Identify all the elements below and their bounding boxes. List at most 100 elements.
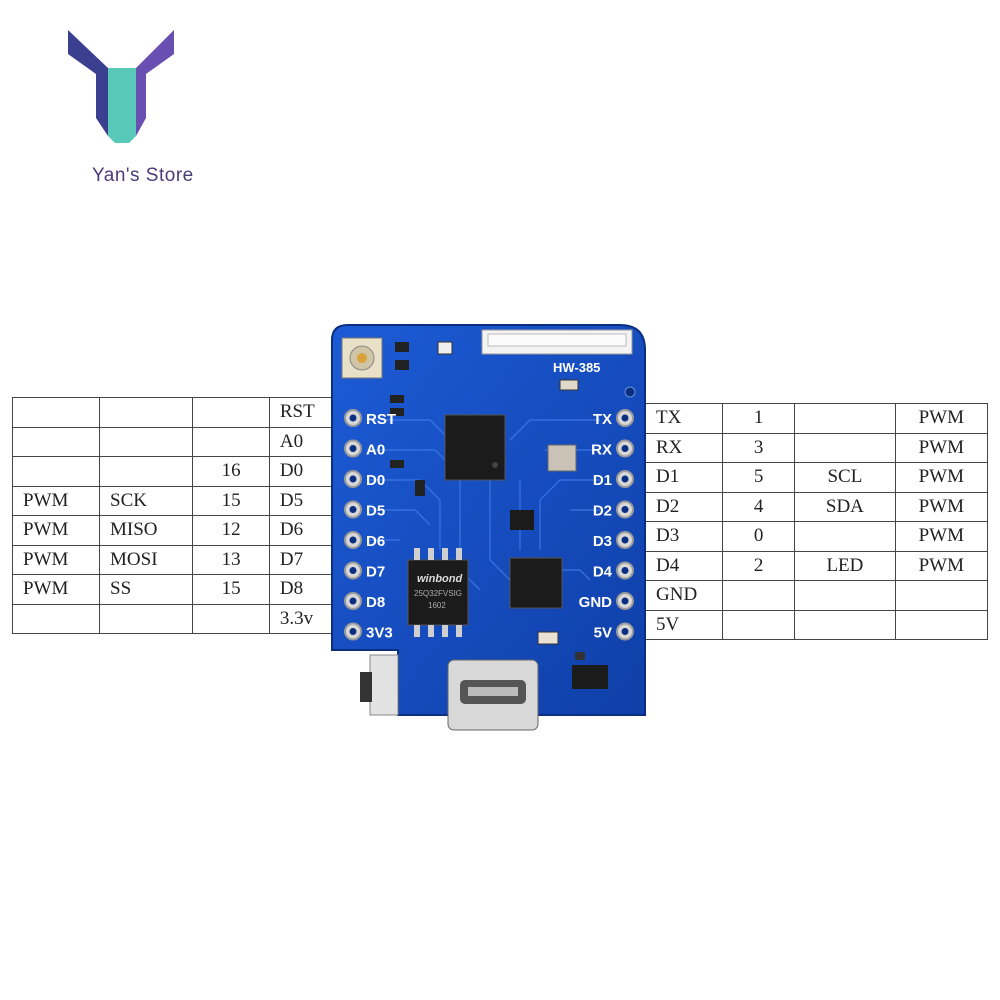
left-pin-row: 3.3v <box>11 603 339 634</box>
right-pin-cell: PWM <box>894 491 989 522</box>
right-pin-cell: 5V <box>644 609 724 640</box>
smd-resistor <box>395 360 409 370</box>
right-pin-label: D1 <box>593 472 612 489</box>
left-pin-cell: MOSI <box>99 544 194 575</box>
right-pin-label: TX <box>593 411 612 428</box>
left-pin-cell: PWM <box>11 544 101 575</box>
left-pin-cell <box>99 426 194 457</box>
left-pin-label: A0 <box>366 442 385 459</box>
right-pin-cell: D1 <box>644 462 724 493</box>
right-pin-label: D3 <box>593 533 612 550</box>
svg-text:1602: 1602 <box>428 601 446 610</box>
left-pin-cell <box>192 603 270 634</box>
esp8266-chip <box>444 414 506 481</box>
board-model: HW-385 <box>553 360 600 375</box>
left-pin-label: D6 <box>366 533 385 550</box>
right-pin-cell: RX <box>644 432 724 463</box>
right-pin-cell: 3 <box>722 432 796 463</box>
right-pin-cell: 0 <box>722 521 796 552</box>
left-pin-label: D8 <box>366 594 385 611</box>
svg-text:25Q32FVSIG: 25Q32FVSIG <box>414 589 462 598</box>
right-pin-cell: PWM <box>894 462 989 493</box>
left-pin-cell: 12 <box>192 515 270 546</box>
left-pin-row: A0 <box>11 426 339 457</box>
right-pin-row: GND <box>644 580 989 611</box>
left-pin-cell: SCK <box>99 485 194 516</box>
right-pin-label: RX <box>591 442 612 459</box>
svg-text:winbond: winbond <box>417 573 462 585</box>
left-pin-cell: 16 <box>192 456 270 487</box>
ldo-regulator <box>572 665 608 689</box>
right-pin-cell: 4 <box>722 491 796 522</box>
right-pin-cell <box>794 432 896 463</box>
right-pin-cell: D4 <box>644 550 724 581</box>
usb-serial-chip <box>509 557 563 609</box>
right-pin-cell: SCL <box>794 462 896 493</box>
antenna-connector <box>341 337 383 379</box>
left-pin-cell: 3.3v <box>268 603 339 634</box>
right-pin-cell: PWM <box>894 432 989 463</box>
right-pin-cell: 1 <box>722 403 796 434</box>
right-pin-cell: 5 <box>722 462 796 493</box>
left-pin-cell: 15 <box>192 574 270 605</box>
left-pin-cell <box>11 456 101 487</box>
left-pin-cell: 13 <box>192 544 270 575</box>
right-pin-cell: D2 <box>644 491 724 522</box>
right-pin-cell: SDA <box>794 491 896 522</box>
right-pin-label: D4 <box>593 564 613 581</box>
right-pin-cell <box>894 609 989 640</box>
right-pin-cell: 2 <box>722 550 796 581</box>
right-pin-cell: PWM <box>894 521 989 552</box>
left-pin-cell <box>192 426 270 457</box>
right-pin-label: 5V <box>594 625 612 642</box>
right-pin-cell: PWM <box>894 403 989 434</box>
crystal-oscillator <box>547 444 577 472</box>
right-pin-cell <box>794 580 896 611</box>
left-pin-cell: D5 <box>268 485 339 516</box>
right-pin-cell: GND <box>644 580 724 611</box>
left-pin-cell <box>99 456 194 487</box>
left-pin-cell: SS <box>99 574 194 605</box>
left-pin-cell <box>11 603 101 634</box>
flash-chip: winbond 25Q32FVSIG 1602 <box>407 548 469 637</box>
left-pin-label: D5 <box>366 503 385 520</box>
left-pin-cell: 15 <box>192 485 270 516</box>
fpc-connector <box>481 329 633 355</box>
left-pin-label: 3V3 <box>366 625 393 642</box>
right-pin-label: GND <box>579 594 613 611</box>
store-logo: Yan's Store <box>40 20 200 186</box>
left-pin-label: D7 <box>366 564 385 581</box>
wemos-d1-mini-board: HW-385 winbond 25Q32FVSIG 1602 <box>331 324 646 731</box>
store-name: Yan's Store <box>92 165 194 186</box>
smd-resistor <box>395 342 409 352</box>
right-pin-cell: D3 <box>644 521 724 552</box>
left-pin-cell: D8 <box>268 574 339 605</box>
brand-mark-icon <box>68 30 174 143</box>
right-pin-cell <box>794 403 896 434</box>
left-pin-cell <box>99 397 194 428</box>
right-pin-cell <box>794 521 896 552</box>
right-pin-label: D2 <box>593 503 612 520</box>
right-pin-cell <box>722 609 796 640</box>
micro-usb-port[interactable] <box>447 659 539 731</box>
left-pin-cell: PWM <box>11 574 101 605</box>
left-pin-cell: PWM <box>11 515 101 546</box>
left-pin-label: D0 <box>366 472 385 489</box>
left-pin-cell: PWM <box>11 485 101 516</box>
right-pin-cell <box>894 580 989 611</box>
left-pin-cell <box>99 603 194 634</box>
reset-button[interactable] <box>360 654 399 716</box>
left-pin-cell <box>11 426 101 457</box>
right-pin-row: 5V <box>644 609 989 640</box>
